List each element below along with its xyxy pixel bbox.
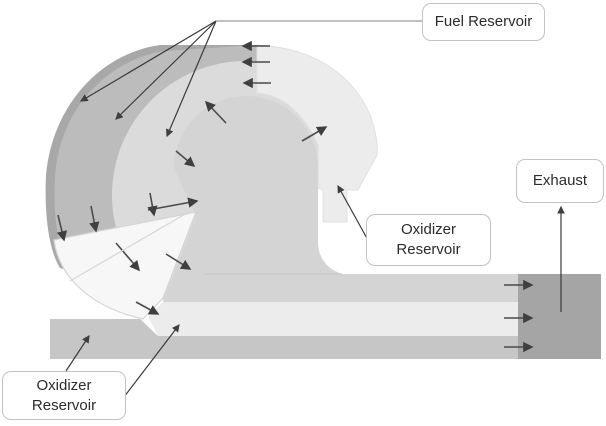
oxidizer-mid-pointer [337,184,370,243]
center-dome [163,96,518,302]
wedge-flow-5 [165,253,192,270]
wedge-divider-line [69,212,188,282]
fuel-reservoir-label-text: Fuel Reservoir [434,13,533,30]
flow-channel [148,302,518,336]
fuel-pointer-2 [115,20,217,120]
exhaust-label: Exhaust [516,159,604,203]
oxidizer-bottom-pointer-2 [123,324,180,398]
wedge-flow-1 [56,214,67,242]
oxidizer-injector-wedge [53,211,197,320]
oxidizer-mid-line2: Reservoir [396,241,461,258]
oxidizer-mid-line1: Oxidizer [400,221,456,238]
wedge-flow-3 [147,192,158,217]
oxidizer-bottom-line1: Oxidizer [36,376,92,394]
oxidizer-reservoir-label-mid: Oxidizer Reservoir [366,214,491,266]
flow-arrows-layer [56,20,565,398]
oxidizer-bottom-pointer-1 [65,335,90,372]
dome-flow-upright [301,126,328,142]
fuel-pointer-1 [79,20,217,102]
oxidizer-reservoir-label-bottom: Oxidizer Reservoir [2,371,126,420]
channel-entry-flow [135,301,160,315]
fuel-pointer-3 [166,20,217,138]
wedge-flow-4 [115,242,141,272]
oxidizer-channel-bottom [50,319,518,359]
dome-flow-upleft [204,100,227,124]
dome-flow-in-1 [175,150,196,167]
oxidizer-bottom-line2: Reservoir [31,396,97,414]
wedge-flow-2 [89,205,100,233]
fuel-reservoir-label: Fuel Reservoir [422,3,545,41]
exhaust-label-text: Exhaust [532,172,588,189]
